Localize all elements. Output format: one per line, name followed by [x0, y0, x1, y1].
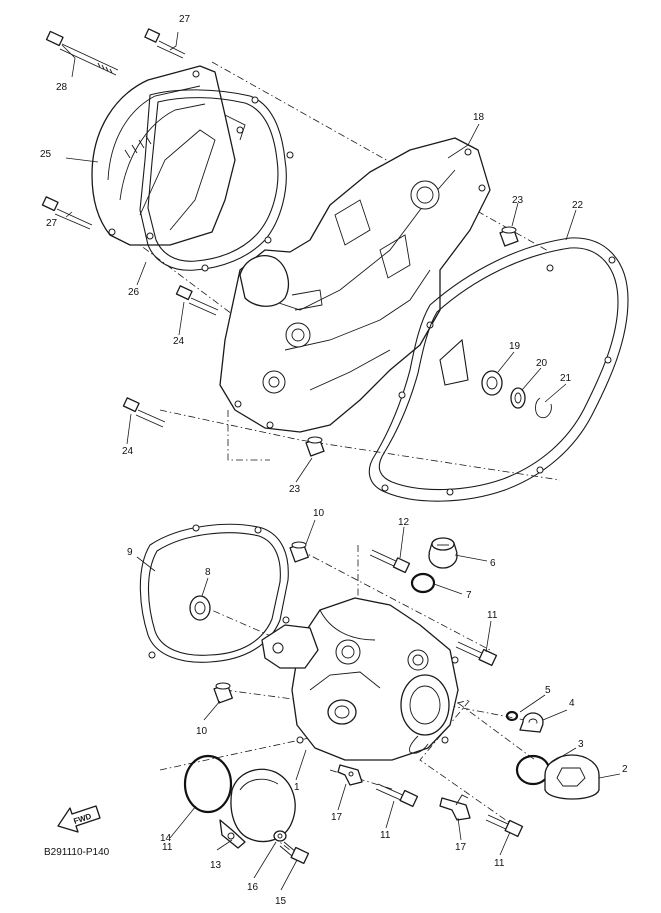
clutch-cover-25: [91, 65, 246, 246]
part-number: 24: [122, 446, 134, 457]
bolt-24-upper: [175, 285, 219, 316]
part-number: 17: [455, 842, 467, 853]
dowel-10-upper: [289, 541, 309, 563]
gasket-9: [139, 523, 290, 663]
clamp-17-a: [337, 764, 363, 786]
dowel-23-upper: [499, 226, 519, 247]
part-number: 23: [289, 484, 301, 495]
bolt-12: [369, 549, 411, 574]
part-number: 16: [247, 882, 259, 893]
part-number: 24: [173, 336, 185, 347]
part-number: 20: [536, 358, 548, 369]
fwd-arrow-icon: FWD: [57, 805, 101, 833]
part-number: 27: [179, 14, 191, 25]
part-number: 9: [127, 547, 133, 558]
gasket-26: [139, 89, 294, 272]
part-number: 2: [622, 764, 628, 775]
part-number: 22: [572, 200, 584, 211]
part-number: 3: [578, 739, 584, 750]
bolt-11-a: [455, 641, 498, 667]
dowel-10-lower: [213, 682, 233, 704]
oil-seal-19: [481, 370, 503, 396]
part-number: 5: [545, 685, 551, 696]
o-ring-14: [183, 754, 233, 814]
part-number: 11: [494, 858, 505, 869]
part-number: 14: [160, 833, 172, 844]
part-number: 18: [473, 112, 485, 123]
part-number: 19: [509, 341, 521, 352]
part-number: 11: [487, 610, 498, 621]
bolt-15: [279, 841, 310, 865]
o-ring-3: [515, 754, 551, 786]
leader-lines: [61, 31, 621, 891]
dowel-23-lower: [305, 436, 325, 457]
clamp-17-b: [439, 794, 471, 821]
part-number-labels: 1 2 3 4 5 6 7 8 9 10 10 11 11 11 11 12 1…: [40, 14, 628, 907]
part-number: 8: [205, 567, 211, 578]
bolt-11-b: [375, 783, 419, 808]
part-number: 26: [128, 287, 140, 298]
washer-16: [273, 830, 287, 842]
oil-seal-8: [189, 595, 211, 621]
part-number: 4: [569, 698, 575, 709]
o-ring-5: [505, 710, 519, 722]
bolt-11-c: [485, 814, 524, 838]
part-number: 10: [313, 508, 325, 519]
part-number: 25: [40, 149, 52, 160]
o-ring-7: [410, 572, 436, 594]
part-number: 1: [294, 782, 300, 793]
bolt-27-top: [144, 28, 186, 59]
plug-4: [519, 712, 544, 733]
gasket-22: [368, 237, 629, 502]
bolt-27-left: [41, 196, 93, 230]
part-number: 12: [398, 517, 410, 528]
bolt-24-lower: [122, 397, 166, 428]
part-number: 28: [56, 82, 68, 93]
oil-filler-cap-6: [428, 537, 458, 569]
part-number: 10: [196, 726, 208, 737]
oil-filter-cover-13: [219, 768, 296, 849]
part-number: 15: [275, 896, 287, 907]
bolt-28: [45, 30, 119, 76]
part-number: 11: [380, 830, 391, 841]
part-number: 17: [331, 812, 343, 823]
plug-2: [544, 754, 600, 800]
part-number: 6: [490, 558, 496, 569]
circlip-21: [535, 397, 552, 419]
part-number: 13: [210, 860, 222, 871]
diagram-code: B291110-P140: [44, 847, 110, 858]
crankcase-cover-1: [261, 597, 459, 761]
crankcase-cover-18: [219, 137, 491, 433]
part-number: 11: [162, 842, 173, 853]
part-number: 21: [560, 373, 572, 384]
part-number: 7: [466, 590, 472, 601]
part-number: 27: [46, 218, 58, 229]
part-number: 23: [512, 195, 524, 206]
washer-20: [510, 387, 526, 409]
